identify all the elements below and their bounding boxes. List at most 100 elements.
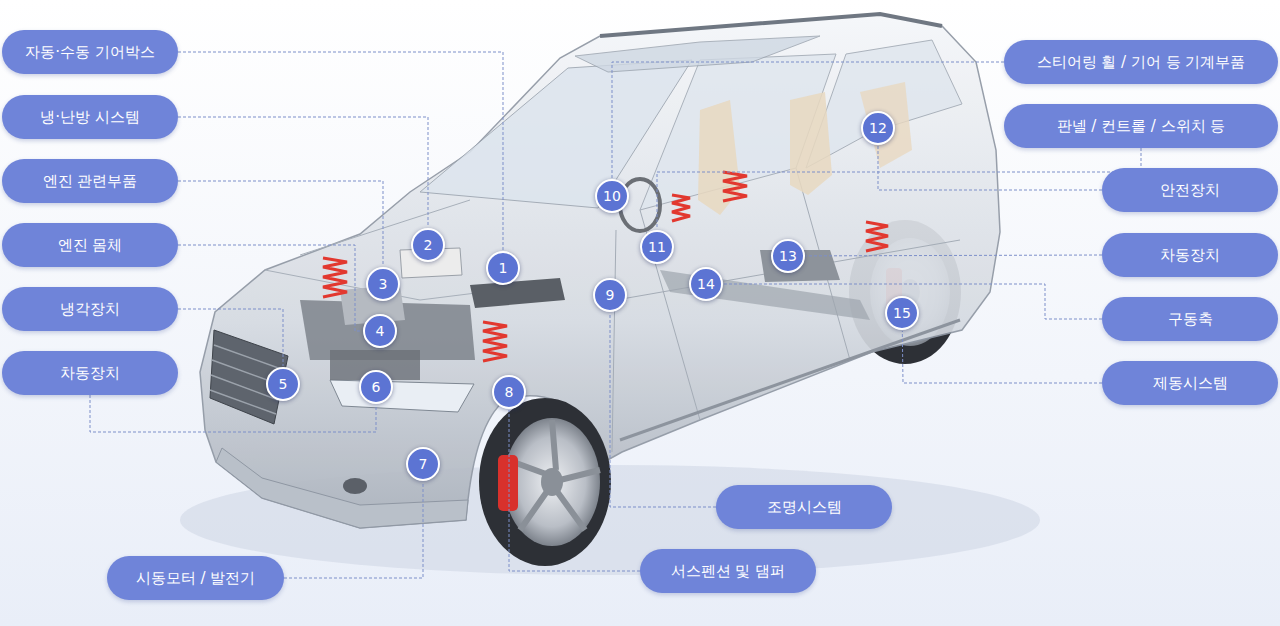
- callout-circle: 3: [366, 267, 400, 301]
- label-pill: 조명시스템: [716, 485, 892, 529]
- car-part: [470, 278, 565, 308]
- leader-line: [612, 62, 1004, 178]
- part-label: 스티어링 휠 / 기어 등 기계부품: [1037, 53, 1246, 72]
- callout-number: 9: [606, 287, 615, 303]
- callout-circle: 12: [861, 111, 895, 145]
- car-part: [672, 195, 690, 221]
- label-pill: 엔진 관련부품: [2, 159, 178, 203]
- leader-line: [610, 313, 716, 507]
- label-pill: 차동장치: [1102, 233, 1278, 277]
- car-part: [575, 36, 820, 72]
- part-label: 시동모터 / 발전기: [136, 569, 256, 588]
- label-pill: 시동모터 / 발전기: [107, 556, 284, 600]
- car-part: [612, 168, 960, 452]
- leader-line: [178, 52, 503, 250]
- car-part: [343, 478, 367, 494]
- leader-line: [178, 117, 428, 227]
- callout-number: 2: [424, 237, 433, 253]
- part-label: 차동장치: [60, 364, 120, 383]
- label-pill: 냉·난방 시스템: [2, 95, 178, 139]
- car-part: [723, 172, 747, 201]
- callout-number: 13: [779, 248, 797, 264]
- label-pill: 서스펜션 및 댐퍼: [640, 549, 816, 593]
- part-label: 차동장치: [1160, 246, 1220, 265]
- car-part: [620, 320, 960, 440]
- car-part: [330, 380, 474, 412]
- callout-circle: 5: [266, 367, 300, 401]
- label-pill: 엔진 몸체: [2, 223, 178, 267]
- springs: [323, 172, 888, 361]
- leader-line: [509, 410, 640, 571]
- part-label: 안전장치: [1160, 181, 1220, 200]
- callout-circle: 9: [593, 278, 627, 312]
- callout-circle: 11: [640, 230, 674, 264]
- part-label: 냉·난방 시스템: [40, 108, 140, 127]
- car-part: [483, 322, 507, 361]
- callout-circle: 14: [689, 267, 723, 301]
- label-pill: 차동장치: [2, 351, 178, 395]
- leader-line: [878, 146, 1102, 190]
- label-pill: 구동축: [1102, 297, 1278, 341]
- front-wheel: [479, 398, 611, 566]
- callout-circle: 1: [486, 251, 520, 285]
- part-label: 판넬 / 컨트롤 / 스위치 등: [1057, 117, 1226, 136]
- car-part: [479, 398, 611, 566]
- front-bumper: [216, 448, 468, 528]
- leader-line: [657, 148, 1141, 229]
- car-part: [541, 468, 563, 496]
- car-part: [866, 222, 888, 251]
- callout-circle: 6: [359, 370, 393, 404]
- car-part: [860, 82, 912, 168]
- leader-line: [178, 245, 362, 331]
- label-pill: 판넬 / 컨트롤 / 스위치 등: [1004, 104, 1278, 148]
- callout-number: 14: [697, 276, 715, 292]
- car-part: [216, 448, 468, 528]
- engine: [300, 248, 565, 380]
- car-part: [265, 200, 500, 300]
- part-label: 서스펜션 및 댐퍼: [671, 562, 786, 581]
- callout-number: 12: [869, 120, 887, 136]
- car-part: [508, 420, 600, 530]
- label-pill: 스티어링 휠 / 기어 등 기계부품: [1004, 40, 1278, 84]
- callout-number: 11: [648, 239, 666, 255]
- callout-number: 5: [279, 376, 288, 392]
- car-part: [600, 14, 942, 36]
- callout-number: 10: [603, 188, 621, 204]
- label-pill: 안전장치: [1102, 168, 1278, 212]
- leader-line: [806, 255, 1102, 257]
- car-part: [498, 455, 518, 511]
- callout-circle: 8: [492, 375, 526, 409]
- part-label: 자동·수동 기어박스: [25, 43, 155, 62]
- car-part: [640, 54, 836, 210]
- callout-circle: 7: [406, 447, 440, 481]
- leader-line: [90, 395, 376, 432]
- callout-number: 4: [376, 323, 385, 339]
- label-pill: 제동시스템: [1102, 361, 1278, 405]
- leader-line: [178, 181, 383, 266]
- part-label: 조명시스템: [767, 498, 842, 517]
- leader-line: [902, 331, 1102, 383]
- label-pill: 냉각장치: [2, 287, 178, 331]
- callout-number: 7: [419, 456, 428, 472]
- car-interior: [620, 82, 912, 320]
- callout-number: 8: [505, 384, 514, 400]
- callout-number: 3: [379, 276, 388, 292]
- callout-circle: 2: [411, 228, 445, 262]
- callout-circle: 10: [595, 179, 629, 213]
- callout-circle: 4: [363, 314, 397, 348]
- part-label: 엔진 몸체: [58, 236, 123, 255]
- part-label: 엔진 관련부품: [43, 172, 138, 191]
- car-part: [504, 418, 600, 546]
- callout-number: 6: [372, 379, 381, 395]
- car-part: [790, 92, 832, 195]
- leader-line: [284, 482, 423, 578]
- label-pill: 자동·수동 기어박스: [2, 30, 178, 74]
- part-label: 냉각장치: [60, 300, 120, 319]
- callout-circle: 13: [771, 239, 805, 273]
- part-label: 구동축: [1168, 310, 1213, 329]
- leader-line: [178, 309, 283, 366]
- car-part: [323, 258, 347, 297]
- callout-number: 1: [499, 260, 508, 276]
